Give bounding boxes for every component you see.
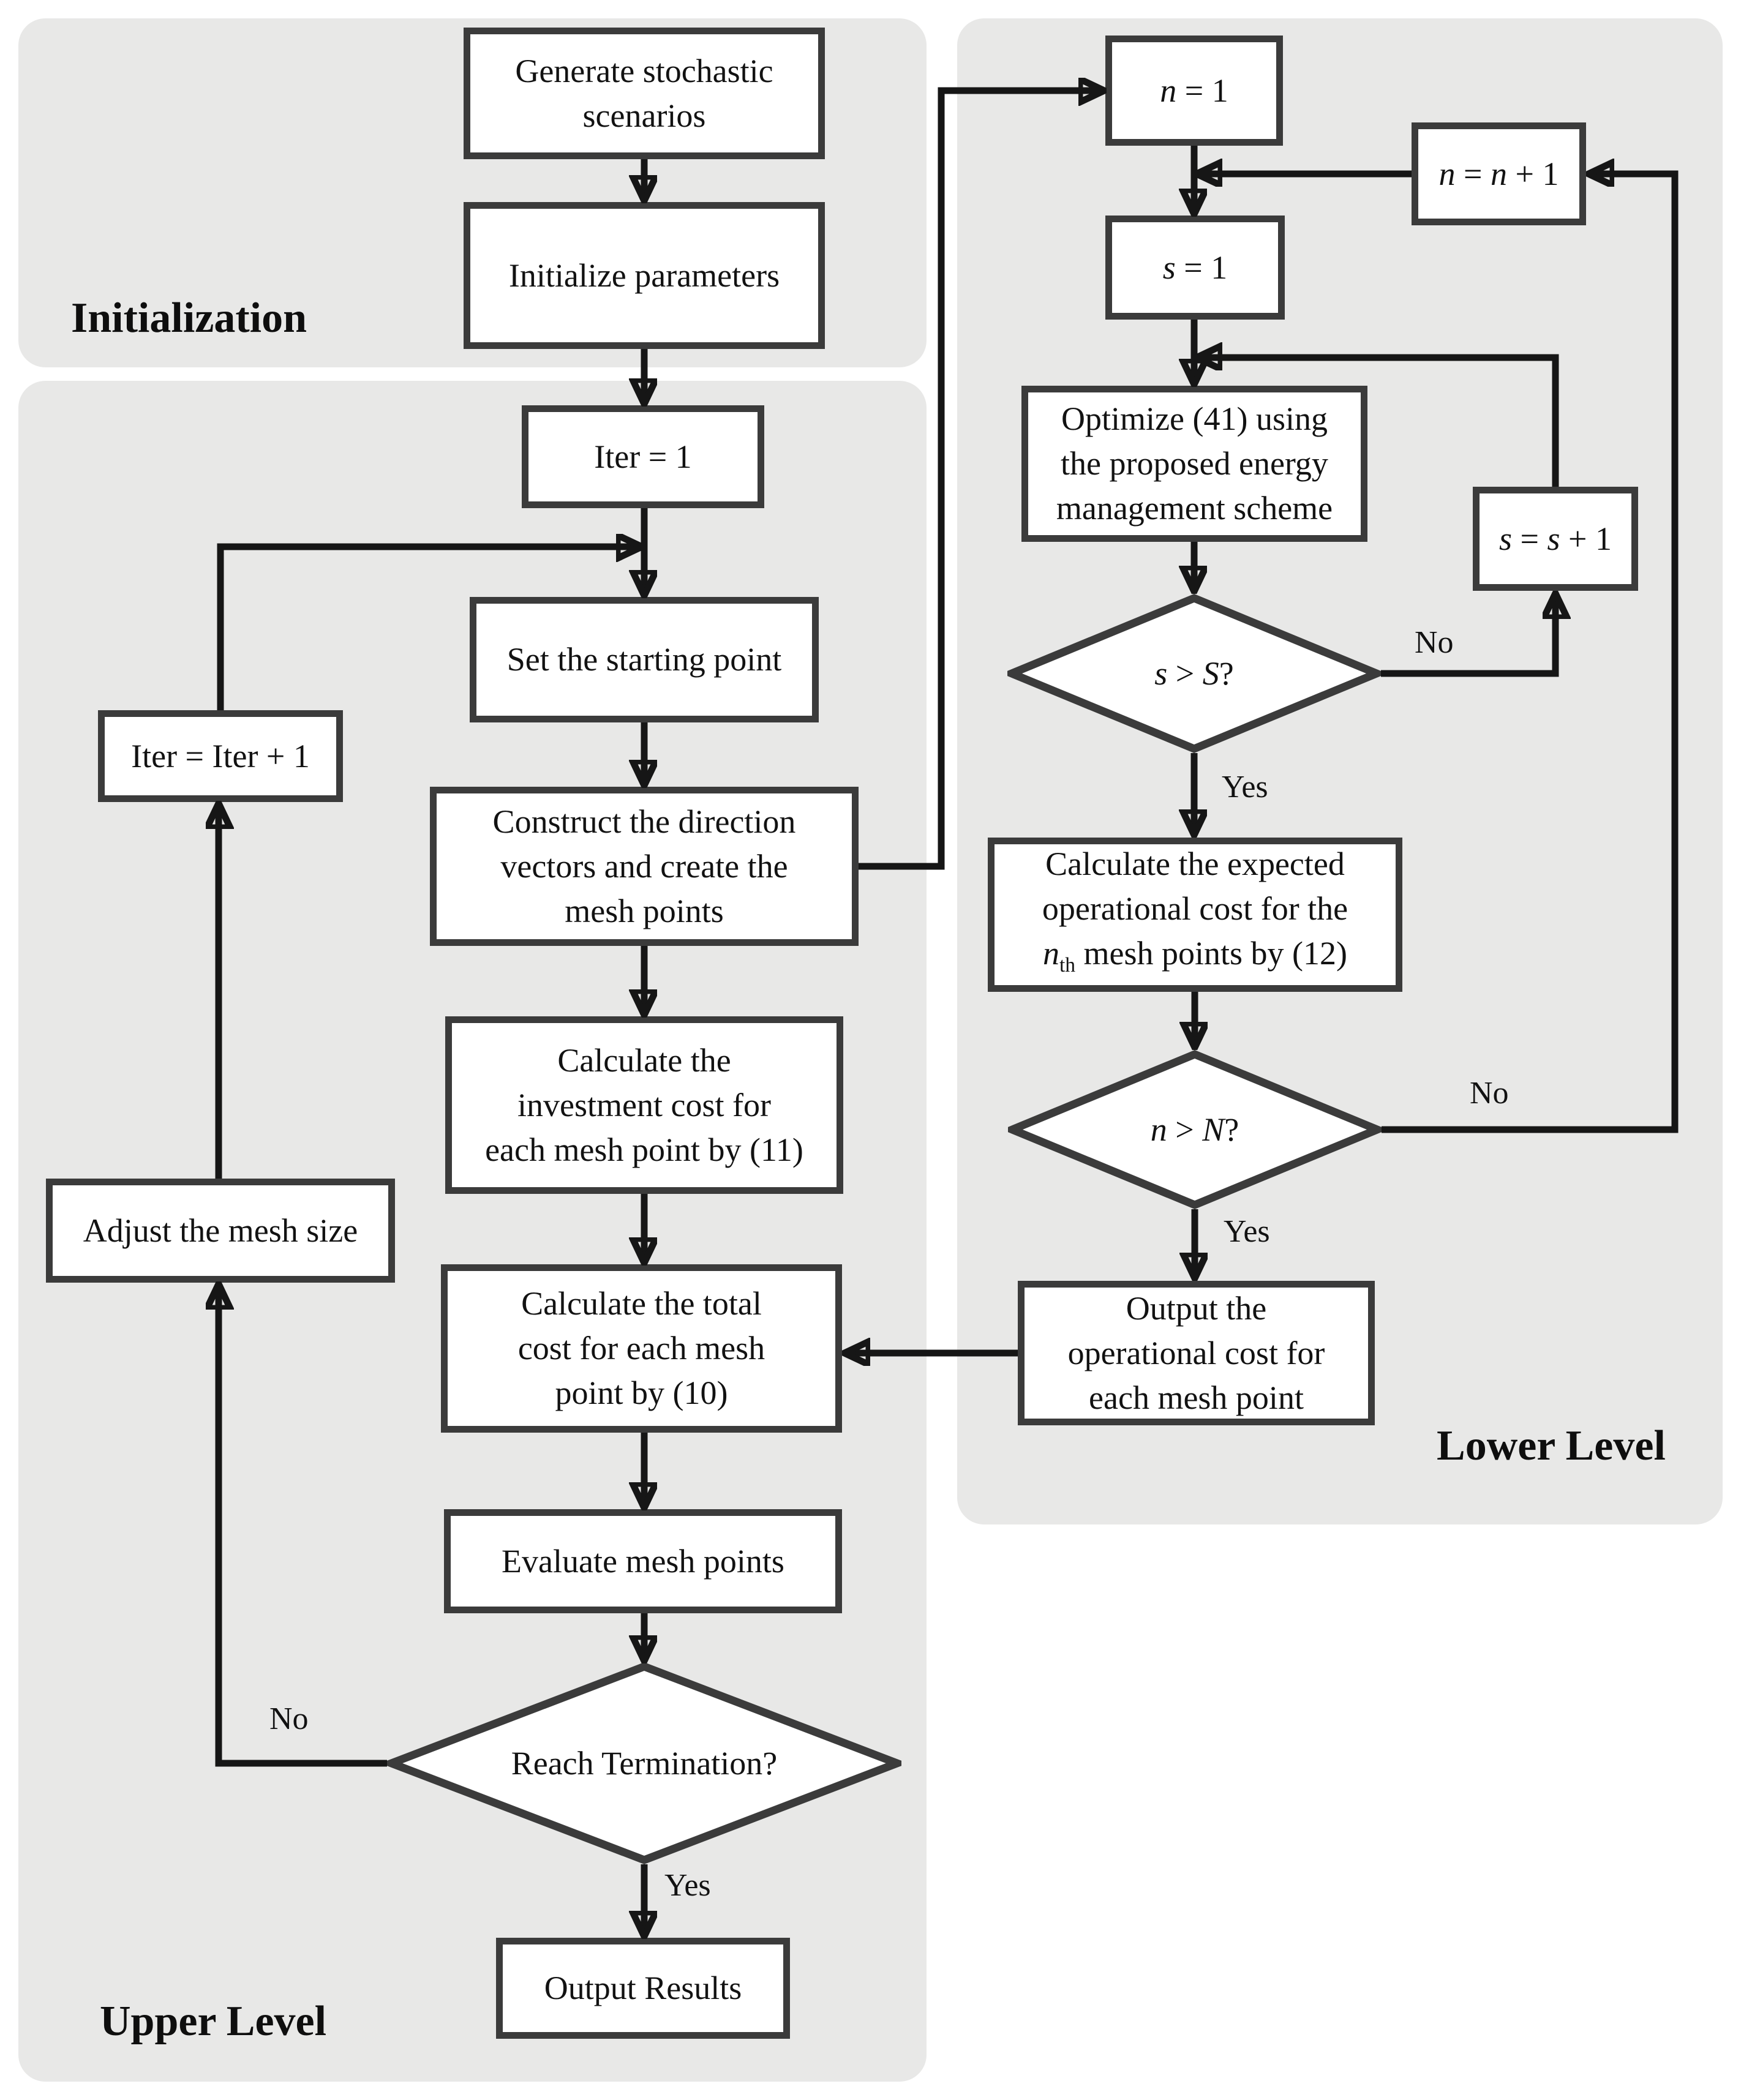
diamond-shape — [387, 1662, 901, 1864]
upper-level-label: Upper Level — [100, 1998, 327, 2045]
node-iter-equals-1: Iter = 1 — [522, 405, 764, 508]
edge-label-yes-n-loop: Yes — [1224, 1214, 1270, 1249]
edge-label-no-s-loop: No — [1415, 625, 1454, 660]
node-initialize-parameters: Initialize parameters — [464, 202, 825, 349]
node-s-equals-1: s = 1 — [1105, 216, 1285, 320]
decision-label: s > S? — [1154, 655, 1234, 692]
decision-label: n > N? — [1150, 1111, 1239, 1148]
decision-n-greater-N: n > N? — [1008, 1050, 1382, 1209]
edge-label-yes-s-loop: Yes — [1222, 770, 1268, 804]
lower-level-label: Lower Level — [1437, 1422, 1666, 1469]
node-s-increment: s = s + 1 — [1473, 487, 1638, 591]
node-output-results: Output Results — [496, 1938, 790, 2039]
node-n-equals-1: n = 1 — [1105, 36, 1283, 146]
decision-reach-termination: Reach Termination? — [387, 1662, 901, 1864]
decision-label: Reach Termination? — [511, 1745, 778, 1782]
initialization-label: Initialization — [71, 294, 307, 342]
edge-label-no-n-loop: No — [1470, 1076, 1509, 1111]
edge-label-yes-termination: Yes — [664, 1868, 711, 1903]
node-n-increment: n = n + 1 — [1412, 122, 1586, 225]
edge-label-no-termination: No — [269, 1701, 309, 1736]
node-evaluate-mesh-points: Evaluate mesh points — [444, 1509, 842, 1613]
diamond-shape — [1008, 1050, 1382, 1209]
node-iter-increment: Iter = Iter + 1 — [98, 710, 343, 802]
node-set-starting-point: Set the starting point — [470, 597, 819, 722]
node-adjust-mesh-size: Adjust the mesh size — [46, 1179, 395, 1283]
decision-s-greater-S: s > S? — [1007, 594, 1381, 753]
